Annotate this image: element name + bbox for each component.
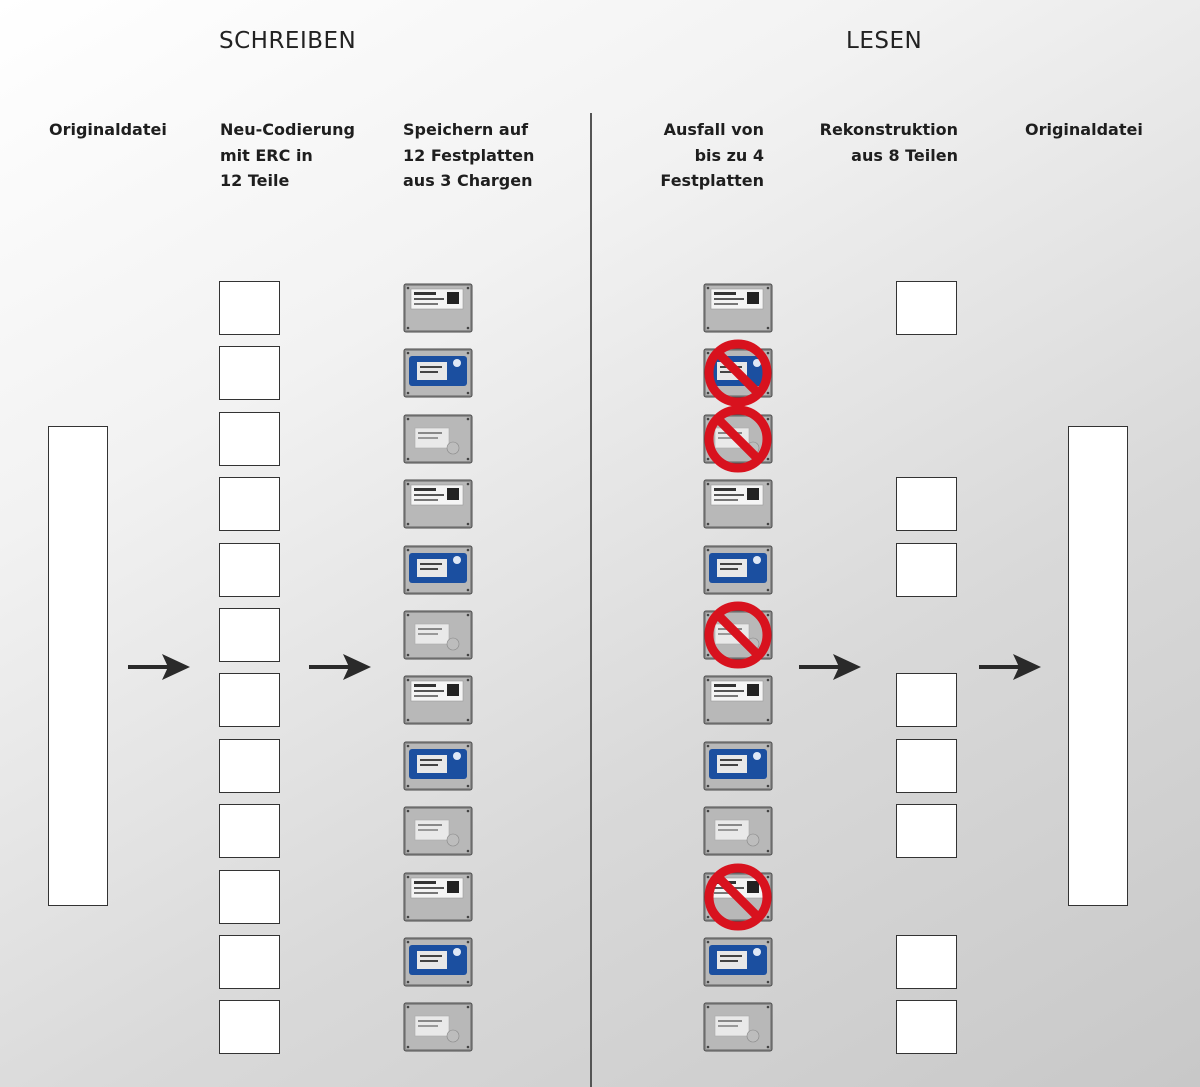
reconstructed-piece [896,673,957,727]
heading-line: aus 3 Chargen [403,171,533,190]
heading-line: Neu-Codierung [220,120,355,139]
heading-line: Originaldatei [49,120,167,139]
heading-storing: Speichern auf 12 Festplatten aus 3 Charg… [403,117,534,194]
heading-line: Speichern auf [403,120,529,139]
encoded-piece [219,543,280,597]
reconstructed-piece [896,1000,957,1054]
hard-drive-icon [403,283,473,333]
hard-drive-icon [403,937,473,987]
no-entry-icon [703,600,773,670]
hard-drive-icon [703,479,773,529]
heading-failure: Ausfall von bis zu 4 Festplatten [660,117,764,194]
encoded-piece [219,935,280,989]
heading-line: Festplatten [660,171,764,190]
heading-line: 12 Teile [220,171,290,190]
heading-original-read: Originaldatei [1025,117,1143,143]
original-file-write [48,426,108,906]
no-entry-icon [703,338,773,408]
encoded-piece [219,804,280,858]
arrow-right-icon [309,652,371,682]
hard-drive-icon [403,806,473,856]
hard-drive-icon [703,741,773,791]
encoded-piece [219,412,280,466]
hard-drive-icon [703,283,773,333]
reconstructed-piece [896,543,957,597]
hard-drive-icon [703,937,773,987]
reconstructed-piece [896,935,957,989]
encoded-piece [219,739,280,793]
hard-drive-icon [703,545,773,595]
hard-drive-icon [403,545,473,595]
encoded-piece [219,870,280,924]
heading-original-write: Originaldatei [49,117,167,143]
no-entry-icon [703,404,773,474]
heading-line: bis zu 4 [694,145,764,165]
encoded-piece [219,477,280,531]
encoded-piece [219,281,280,335]
heading-line: Ausfall von [663,120,764,139]
hard-drive-icon [703,806,773,856]
no-entry-icon [703,862,773,932]
hard-drive-icon [403,741,473,791]
heading-encoding: Neu-Codierung mit ERC in 12 Teile [220,117,355,194]
hard-drive-icon [703,675,773,725]
heading-line: mit ERC in [220,145,313,165]
write-section-title: SCHREIBEN [219,28,357,54]
heading-reconstruction: Rekonstruktion aus 8 Teilen [820,117,958,168]
hard-drive-icon [403,872,473,922]
heading-line: Rekonstruktion [819,120,958,139]
arrow-right-icon [979,652,1041,682]
arrow-right-icon [799,652,861,682]
encoded-piece [219,1000,280,1054]
reconstructed-piece [896,281,957,335]
read-section-title: LESEN [846,28,923,54]
reconstructed-piece [896,804,957,858]
hard-drive-icon [403,1002,473,1052]
reconstructed-piece [896,477,957,531]
reconstructed-piece [896,739,957,793]
heading-line: aus 8 Teilen [851,145,958,165]
encoded-piece [219,608,280,662]
arrow-right-icon [128,652,190,682]
hard-drive-icon [403,479,473,529]
hard-drive-icon [703,1002,773,1052]
hard-drive-icon [403,675,473,725]
hard-drive-icon [403,610,473,660]
heading-line: Originaldatei [1025,120,1143,139]
heading-line: 12 Festplatten [403,145,535,165]
hard-drive-icon [403,414,473,464]
encoded-piece [219,673,280,727]
hard-drive-icon [403,348,473,398]
original-file-read [1068,426,1128,906]
section-divider [590,113,592,1087]
encoded-piece [219,346,280,400]
